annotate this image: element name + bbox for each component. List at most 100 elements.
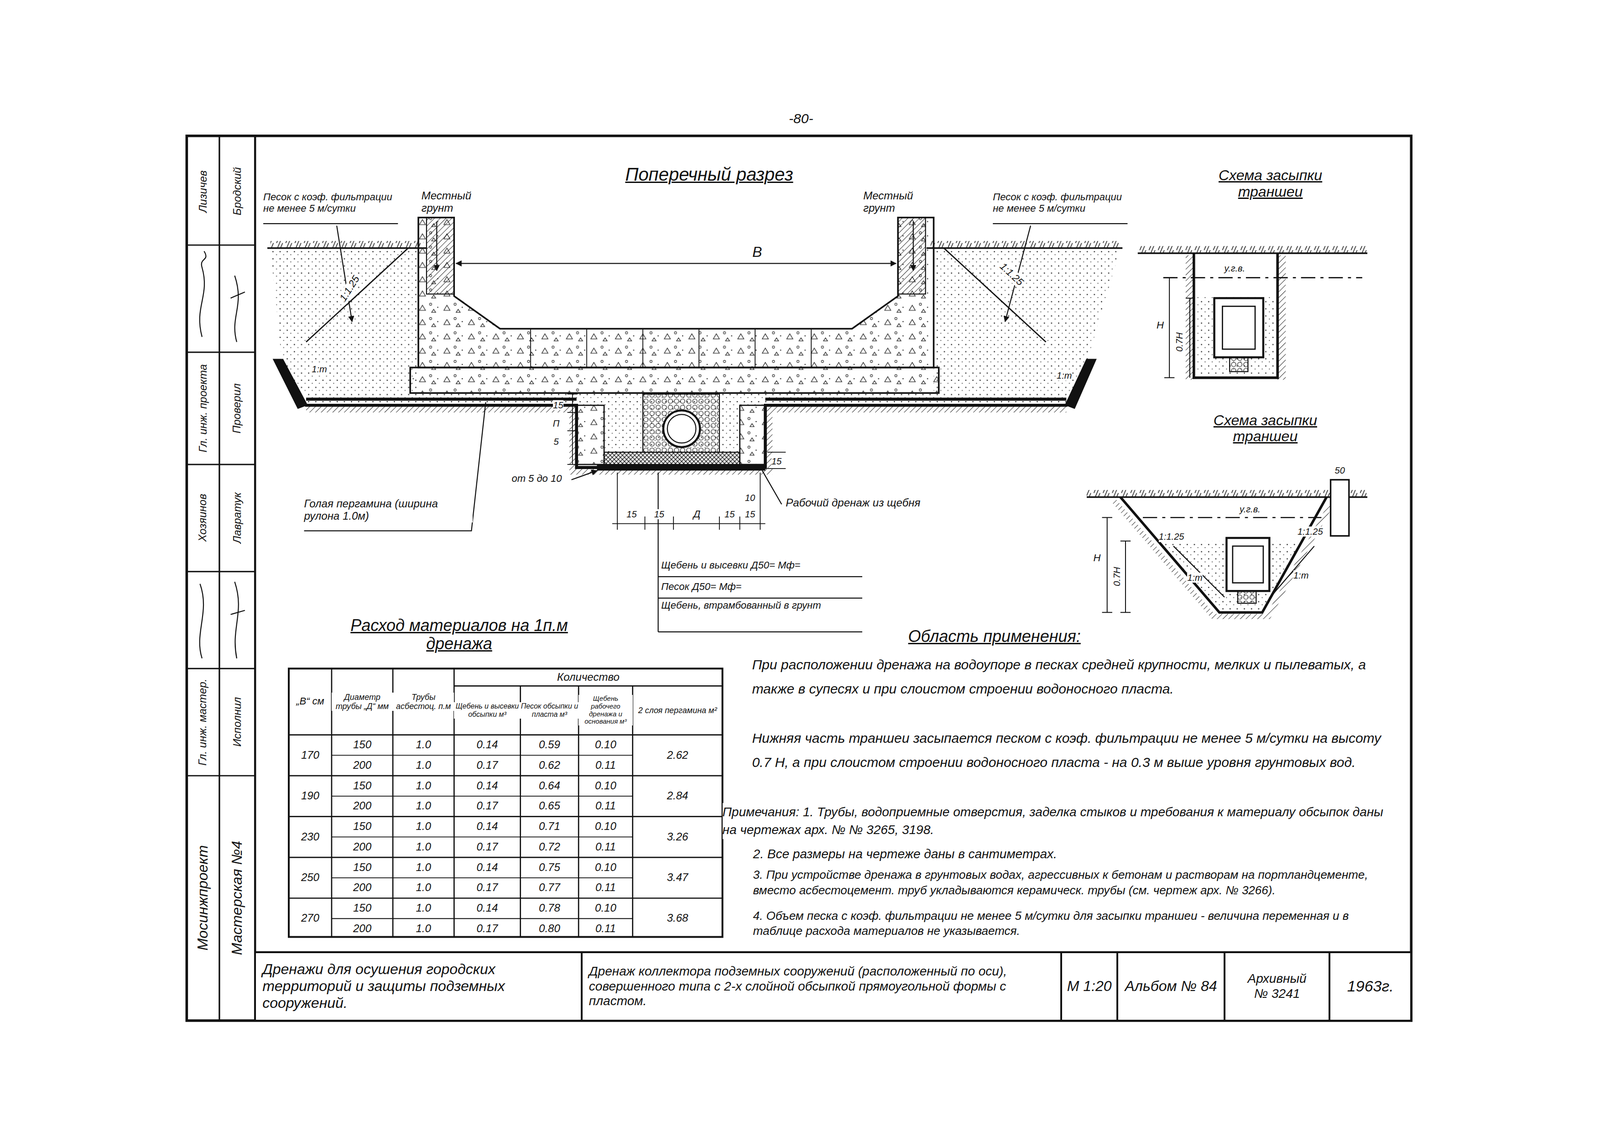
label-box: 15	[646, 508, 672, 521]
backfill-scheme	[1193, 253, 1278, 378]
label-box: 200	[331, 918, 393, 939]
annotation-label: 5	[553, 436, 559, 447]
stamp-text: Бродский	[231, 167, 244, 216]
table-cell: 0.11	[595, 881, 616, 894]
sheet-frame	[186, 135, 1412, 1021]
cross-section	[762, 470, 782, 505]
sheet-frame	[186, 244, 256, 776]
cross-section	[304, 402, 486, 532]
label-box: Щебень и высевки Д50= Мф=	[661, 557, 866, 574]
label-box: Расход материалов на 1п.м дренажа	[316, 609, 602, 661]
cross-section	[410, 367, 939, 393]
table-cell: 200	[353, 840, 372, 854]
sheet-frame	[186, 135, 1412, 1021]
table-cell: 0.10	[594, 738, 617, 751]
annotation-label: Н	[1156, 319, 1164, 332]
annotation-label: 0.7Н	[1112, 567, 1123, 587]
label-box: 0.10	[578, 857, 633, 878]
table-cell: Количество	[557, 671, 620, 684]
stamp-text: Хозяинов	[197, 494, 210, 543]
annotation-label: 50	[1334, 465, 1345, 476]
note-text: Нижняя часть траншеи засыпается песком с…	[751, 726, 1390, 775]
label-box: 15	[548, 397, 568, 412]
label-box: При расположении дренажа на водоупоре в …	[751, 652, 1390, 725]
table-cell: 1.0	[416, 820, 432, 833]
signature	[199, 251, 207, 338]
label-box: 0.62	[520, 755, 579, 776]
label-box: 0.14	[453, 897, 521, 919]
cross-section	[456, 262, 897, 264]
label-box: 170	[288, 734, 332, 776]
label-box: Песок Д50= Мф=	[661, 578, 866, 595]
label-box: 1:1.25	[1148, 530, 1194, 543]
label-box: от 5 до 10	[505, 471, 569, 486]
annotation-label: -80-	[788, 110, 814, 127]
label-box: Хозяинов	[186, 466, 220, 570]
label-box: Местный грунт	[863, 184, 945, 220]
label-box: 0.10	[578, 734, 633, 756]
cross-section	[576, 405, 605, 465]
label-box: 0.71	[520, 816, 579, 837]
annotation-label: П	[552, 418, 560, 429]
label-box: 2.84	[632, 775, 723, 817]
label-box: 3.68	[632, 897, 723, 939]
label-box: Нижняя часть траншеи засыпается песком с…	[751, 726, 1390, 800]
cross-section	[897, 217, 926, 295]
backfill-scheme	[1237, 590, 1257, 604]
table-cell: 0.71	[538, 820, 561, 833]
title-block-cell: М 1:20	[1061, 952, 1118, 1021]
cross-section	[270, 248, 419, 394]
label-box: 1:1.25	[1287, 525, 1333, 538]
label-box: 0.14	[453, 857, 521, 878]
table-cell: 0.64	[538, 779, 561, 793]
table-cell: 200	[353, 759, 372, 772]
label-box: 200	[331, 796, 393, 817]
label-box: 200	[331, 836, 393, 858]
label-box: у.г.в.	[1214, 262, 1256, 275]
label-box: 0.75	[520, 857, 579, 878]
label-box: 270	[288, 897, 332, 939]
title-block-cell: Дренажи для осушения городских территори…	[255, 952, 582, 1021]
table-cell: 2 слоя пергамина м²	[638, 705, 718, 715]
table-cell: 150	[353, 901, 372, 915]
label-box: Поперечный разрез	[586, 161, 832, 188]
label-box: Д	[685, 508, 709, 521]
note-text: 3. При устройстве дренажа в грунтовых во…	[753, 867, 1392, 899]
label-box: 0.14	[453, 734, 521, 756]
cross-section	[767, 452, 786, 469]
annotation-label: 15	[626, 509, 637, 520]
backfill-scheme	[1114, 500, 1333, 617]
table-cell: 0.11	[595, 840, 616, 854]
table-cell: 1.0	[416, 799, 432, 813]
stamp-text: Лавратук	[231, 492, 244, 544]
label-box: Проверил	[219, 354, 256, 463]
label-box: Мосинжпроект	[186, 777, 220, 1019]
label-box: Диаметр трубы „Д“ мм	[331, 668, 393, 735]
label-box: 1:1.25	[330, 263, 370, 314]
label-box: 150	[331, 734, 393, 756]
table-cell: 200	[353, 922, 372, 935]
label-box: 0.11	[578, 836, 633, 858]
label-box: 0.7Н	[1172, 321, 1187, 363]
annotation-label: 10	[745, 492, 756, 503]
backfill-scheme	[1214, 297, 1264, 358]
label-box: Щебень, втрамбованный в грунт	[661, 599, 866, 629]
title-block-text: № 3241	[1228, 986, 1326, 1001]
cross-section	[1066, 359, 1096, 409]
backfill-scheme	[1330, 479, 1350, 537]
annotation-label: 1:m	[1293, 570, 1309, 581]
table-cell: 1.0	[416, 922, 432, 935]
label-box: 15	[620, 508, 643, 521]
table-cell: 2.62	[667, 749, 689, 762]
section-title: Поперечный разрез	[625, 164, 793, 185]
stamp-text: Исполнил	[231, 697, 244, 747]
label-box: 0.59	[520, 734, 579, 756]
stamp-text: Лизичев	[197, 170, 210, 213]
table-cell: 150	[353, 779, 372, 793]
cross-section	[658, 472, 863, 632]
annotation-label: Схема засыпки траншеи	[1188, 412, 1342, 446]
label-box: 0.78	[520, 897, 579, 919]
annotation-label: Рабочий дренаж из щебня	[785, 496, 921, 510]
stamp-text: Мастерская №4	[229, 840, 246, 955]
label-box: 0.17	[453, 796, 521, 817]
